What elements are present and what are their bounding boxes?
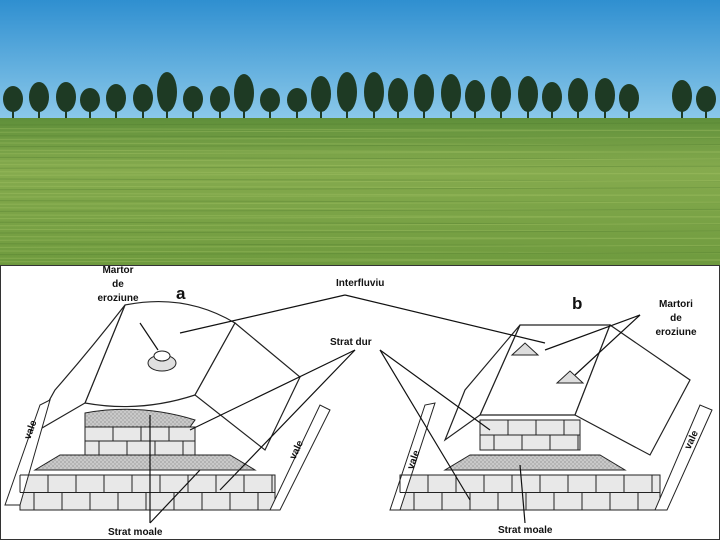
tree-crown xyxy=(672,80,692,112)
tree-trunk xyxy=(269,108,271,120)
tree-crown xyxy=(29,82,49,112)
label-b: b xyxy=(572,294,582,313)
tree-trunk xyxy=(423,108,425,120)
tree-crown xyxy=(414,74,434,112)
tree-trunk xyxy=(243,108,245,120)
martori-label-line3: eroziune xyxy=(655,327,697,338)
tree-trunk xyxy=(705,108,707,120)
field xyxy=(0,118,720,265)
martori-label-line1: Martori xyxy=(659,299,693,310)
tree-crown xyxy=(542,82,562,112)
tree-trunk xyxy=(551,108,553,120)
tree-crown xyxy=(3,86,23,112)
tree-crown xyxy=(696,86,716,112)
field-texture xyxy=(0,122,720,265)
tree-trunk xyxy=(450,108,452,120)
tree-line xyxy=(3,72,716,120)
tree-crown xyxy=(56,82,76,112)
block-a xyxy=(4,300,331,511)
erosion-diagram: Martor de eroziune a b Interfluviu Strat… xyxy=(0,265,720,540)
tree-crown xyxy=(441,74,461,112)
tree-trunk xyxy=(474,108,476,120)
martor-label-line2: de xyxy=(112,279,124,290)
tree-crown xyxy=(364,72,384,112)
tree-crown xyxy=(80,88,100,112)
tree-trunk xyxy=(346,108,348,120)
tree-trunk xyxy=(373,108,375,120)
tree-trunk xyxy=(397,108,399,120)
tree-trunk xyxy=(166,108,168,120)
tree-trunk xyxy=(192,108,194,120)
tree-crown xyxy=(491,76,511,112)
martori-label-line2: de xyxy=(670,313,682,324)
tree-crown xyxy=(568,78,588,112)
interfluviu-label: Interfluviu xyxy=(336,278,384,289)
tree-trunk xyxy=(628,108,630,120)
tree-crown xyxy=(234,74,254,112)
tree-trunk xyxy=(219,108,221,120)
tree-trunk xyxy=(38,108,40,120)
martor-label-line1: Martor xyxy=(102,265,133,276)
tree-crown xyxy=(518,76,538,112)
tree-trunk xyxy=(89,108,91,120)
plain-landscape-photo xyxy=(0,0,720,265)
tree-trunk xyxy=(604,108,606,120)
strat-dur-label: Strat dur xyxy=(330,337,372,348)
tree-trunk xyxy=(142,108,144,120)
annotation-arrows xyxy=(139,294,641,524)
tree-trunk xyxy=(320,108,322,120)
tree-crown xyxy=(260,88,280,112)
tree-crown xyxy=(311,76,331,112)
tree-crown xyxy=(183,86,203,112)
tree-crown xyxy=(619,84,639,112)
tree-crown xyxy=(595,78,615,112)
tree-crown xyxy=(337,72,357,112)
tree-trunk xyxy=(527,108,529,120)
tree-trunk xyxy=(500,108,502,120)
tree-crown xyxy=(388,78,408,112)
tree-crown xyxy=(287,88,307,112)
tree-trunk xyxy=(12,108,14,120)
martor-label-line3: eroziune xyxy=(97,293,139,304)
tree-crown xyxy=(133,84,153,112)
tree-crown xyxy=(210,86,230,112)
tree-crown xyxy=(157,72,177,112)
label-a: a xyxy=(176,284,186,303)
tree-trunk xyxy=(296,108,298,120)
strat-moale-label-a: Strat moale xyxy=(108,527,163,538)
tree-crown xyxy=(106,84,126,112)
tree-trunk xyxy=(65,108,67,120)
tree-trunk xyxy=(577,108,579,120)
tree-trunk xyxy=(681,108,683,120)
tree-trunk xyxy=(115,108,117,120)
strat-moale-label-b: Strat moale xyxy=(498,525,553,536)
tree-crown xyxy=(465,80,485,112)
